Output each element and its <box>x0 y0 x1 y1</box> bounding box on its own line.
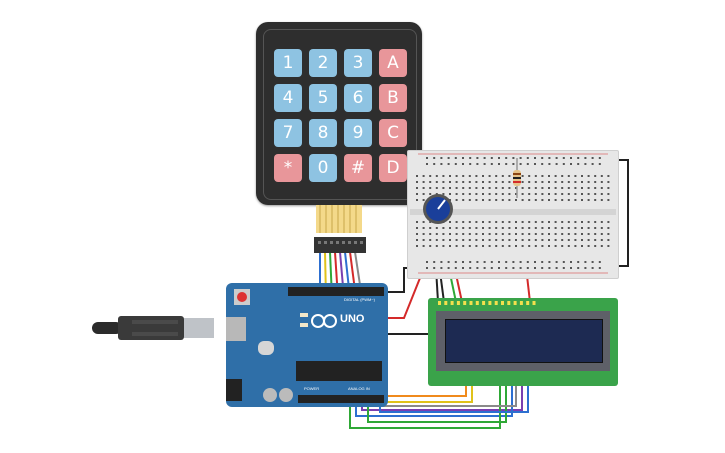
digital-header-label: DIGITAL (PWM~) <box>344 297 375 302</box>
lcd-bezel <box>436 311 610 371</box>
arduino-details <box>226 287 384 403</box>
keypad-key-1[interactable]: 1 <box>274 49 302 77</box>
wire-lcd-green-2[interactable] <box>367 384 507 423</box>
keypad-key-B[interactable]: B <box>379 84 407 112</box>
keypad-key-8[interactable]: 8 <box>309 119 337 147</box>
lcd-16x2[interactable] <box>428 298 618 386</box>
lcd-pins <box>438 301 536 305</box>
keypad-key-4[interactable]: 4 <box>274 84 302 112</box>
keypad-key-9[interactable]: 9 <box>344 119 372 147</box>
keypad-frame <box>263 29 417 200</box>
usb-cable <box>92 316 214 340</box>
keypad-key-C[interactable]: C <box>379 119 407 147</box>
keypad-key-star[interactable]: * <box>274 154 302 182</box>
ribbon-lines <box>319 205 357 233</box>
keypad-ribbon <box>314 205 366 253</box>
ribbon-header <box>314 237 366 253</box>
keypad-key-A[interactable]: A <box>379 49 407 77</box>
keypad-key-0[interactable]: 0 <box>309 154 337 182</box>
keypad-key-D[interactable]: D <box>379 154 407 182</box>
arduino-uno-board[interactable]: UNO DIGITAL (PWM~) POWER ANALOG IN <box>226 283 388 407</box>
keypad-key-6[interactable]: 6 <box>344 84 372 112</box>
wire-lcd-blue[interactable] <box>355 384 513 417</box>
keypad-key-3[interactable]: 3 <box>344 49 372 77</box>
keypad-key-2[interactable]: 2 <box>309 49 337 77</box>
potentiometer[interactable] <box>421 192 455 226</box>
lcd-screen <box>445 319 603 363</box>
keypad-key-hash[interactable]: # <box>344 154 372 182</box>
arduino-brand-label: UNO <box>340 313 365 325</box>
keypad-key-7[interactable]: 7 <box>274 119 302 147</box>
breadboard-holes <box>410 153 616 274</box>
power-header-label: POWER <box>304 386 320 391</box>
resistor[interactable] <box>510 158 524 198</box>
keypad-key-5[interactable]: 5 <box>309 84 337 112</box>
analog-header-label: ANALOG IN <box>348 386 370 391</box>
